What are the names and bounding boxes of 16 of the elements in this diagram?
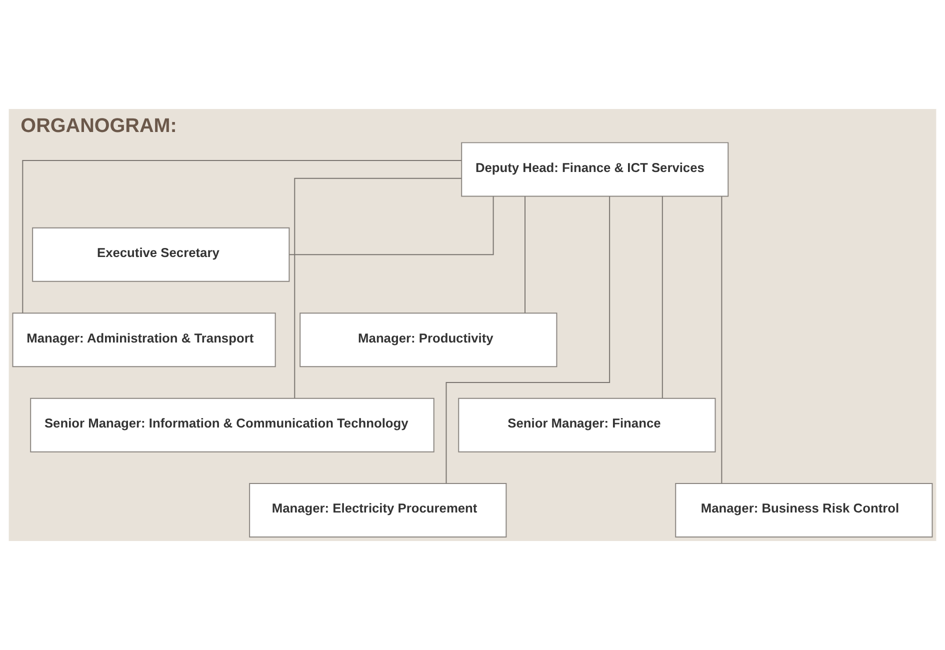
node-box: Deputy Head: Finance & ICT Services <box>461 142 729 197</box>
connector <box>662 196 663 399</box>
connector <box>288 196 494 256</box>
connector <box>22 160 462 314</box>
node-box: Executive Secretary <box>32 227 290 282</box>
node-box: Manager: Administration & Transport <box>12 312 276 368</box>
node-box: Manager: Productivity <box>300 312 558 368</box>
node-box: Senior Manager: Information & Communication Technology <box>30 398 434 452</box>
diagram-title: ORGANOGRAM: <box>20 114 177 137</box>
connector <box>524 196 526 314</box>
node-box: Senior Manager: Finance <box>458 398 716 452</box>
connector <box>721 196 722 484</box>
node-box: Manager: Electricity Procurement <box>249 483 507 538</box>
connector <box>294 178 462 399</box>
connector <box>446 196 610 484</box>
node-box: Manager: Business Risk Control <box>675 483 933 538</box>
